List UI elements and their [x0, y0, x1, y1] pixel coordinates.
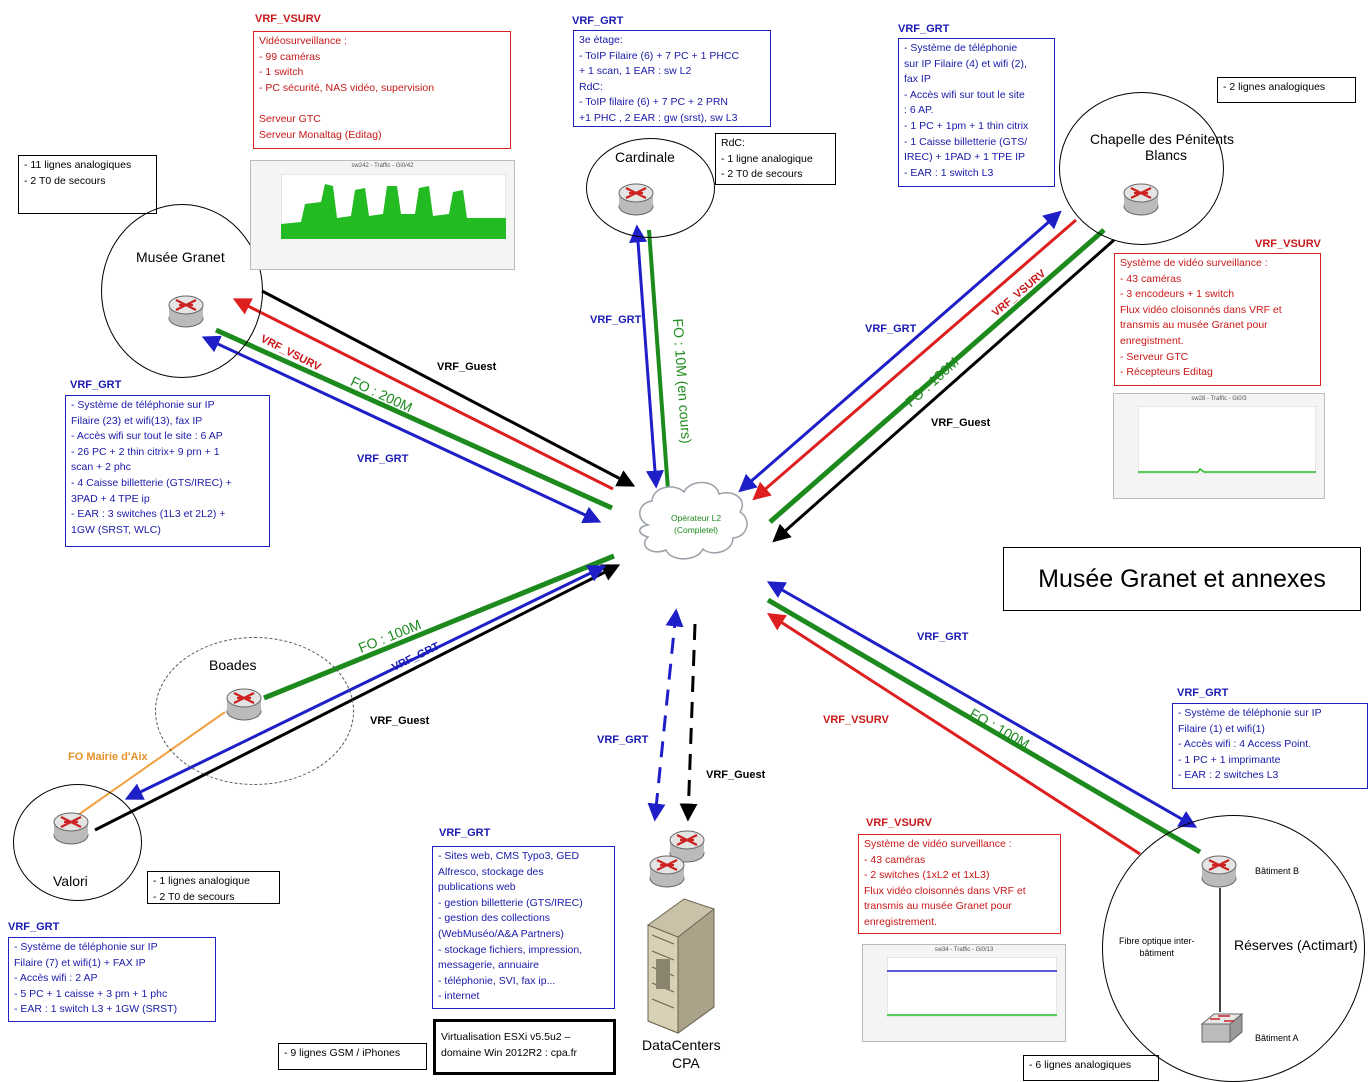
link-cardinale-fo — [647, 229, 670, 491]
label-batiment-a: Bâtiment A — [1255, 1033, 1299, 1043]
traffic-graph-chapelle: sw28 - Traffic - Gi0/3 — [1113, 393, 1325, 499]
link-reserves-grt — [766, 581, 1198, 828]
router-icon-datacenter-2 — [649, 855, 685, 888]
tag-mairie: FO Mairie d'Aix — [68, 751, 148, 763]
link-granet-guest — [261, 289, 636, 487]
link-granet-fo — [214, 327, 614, 511]
link-granet-vsurv — [232, 298, 614, 491]
tag-vsurv-top: VRF_VSURV — [255, 13, 321, 25]
traffic-graph-chapelle-title: sw28 - Traffic - Gi0/3 — [1191, 396, 1247, 402]
router-icon-granet — [168, 295, 204, 328]
tag-guest-dc: VRF_Guest — [706, 769, 766, 781]
site-chapelle — [1059, 92, 1224, 245]
box-valori-lines: - 1 lignes analogique - 2 T0 de secours — [147, 871, 280, 904]
box-gsm: - 9 lignes GSM / iPhones — [278, 1043, 427, 1070]
box-vsurv-top: Vidéosurveillance : - 99 caméras - 1 swi… — [253, 31, 511, 149]
tag-vsurv-chapelle-box: VRF_VSURV — [1255, 238, 1321, 250]
tag-grt-cardinale-line: VRF_GRT — [590, 314, 642, 326]
site-valori — [13, 784, 142, 901]
site-label-cardinale: Cardinale — [615, 149, 675, 165]
server-tower-icon — [647, 898, 715, 1034]
box-chapelle-lines: - 2 lignes analogiques — [1217, 77, 1356, 103]
router-icon-boades — [226, 688, 262, 721]
box-reserves-vsurv: Système de vidéo surveillance : - 43 cam… — [858, 834, 1061, 934]
box-cardinale-lines: RdC: - 1 ligne analogique - 2 T0 de seco… — [715, 133, 836, 185]
link-cardinale-grt — [629, 224, 664, 489]
tag-grt-dc-line: VRF_GRT — [597, 734, 649, 746]
router-icon-reserves-b — [1201, 855, 1237, 888]
link-chapelle-grt — [738, 210, 1062, 493]
cloud-label: Opérateur L2 (Completel) — [652, 512, 740, 536]
site-label-datacenter-2: CPA — [672, 1055, 700, 1071]
site-label-datacenter-1: DataCenters — [642, 1037, 721, 1053]
tag-guest-boades: VRF_Guest — [370, 715, 430, 727]
tag-grt-granet-line: VRF_GRT — [357, 453, 409, 465]
box-granet-grt: - Système de téléphonie sur IP Filaire (… — [65, 395, 270, 547]
tag-grt-chapelle-line: VRF_GRT — [865, 323, 917, 335]
router-icon-cardinale — [618, 183, 654, 216]
tag-grt-reserves-box: VRF_GRT — [1177, 687, 1229, 699]
traffic-graph-granet-title: sw242 - Traffic - Gi0/42 — [351, 163, 414, 169]
box-reserves-grt: - Système de téléphonie sur IP Filaire (… — [1172, 703, 1368, 789]
traffic-graph-reserves-plot — [887, 957, 1057, 1017]
tag-grt-chapelle-box: VRF_GRT — [898, 23, 950, 35]
box-chapelle-vsurv: Système de vidéo surveillance : - 43 cam… — [1114, 253, 1321, 386]
box-granet-lines: - 11 lignes analogiques - 2 T0 de secour… — [18, 155, 157, 214]
link-granet-grt — [201, 335, 602, 524]
label-fibre-inter-batiment: Fibre optique inter- bâtiment — [1119, 936, 1195, 958]
box-chapelle-grt: - Système de téléphonie sur IP Filaire (… — [898, 38, 1055, 187]
router-icon-valori — [53, 812, 89, 845]
site-cardinale — [586, 138, 715, 238]
tag-guest-granet: VRF_Guest — [437, 361, 497, 373]
traffic-graph-granet-plot — [281, 174, 506, 239]
label-batiment-b: Bâtiment B — [1255, 866, 1300, 876]
link-chapelle-vsurv — [752, 218, 1077, 501]
switch-icon-reserves-a — [1200, 1012, 1244, 1044]
traffic-graph-reserves: sw34 - Traffic - Gi0/13 — [862, 944, 1066, 1042]
router-icon-datacenter-1 — [669, 830, 705, 863]
link-chapelle-fo — [768, 228, 1106, 524]
cloud-label-line2: (Completel) — [674, 525, 718, 535]
tag-grt-granet-box: VRF_GRT — [70, 379, 122, 391]
site-label-reserves: Réserves (Actimart) — [1234, 937, 1358, 953]
box-cardinale-grt: 3e étage: - ToIP Filaire (6) + 7 PC + 1 … — [573, 30, 771, 127]
traffic-graph-chapelle-plot — [1138, 406, 1316, 474]
site-label-boades: Boades — [209, 657, 257, 673]
link-chapelle-guest — [772, 238, 1115, 543]
cloud-operator — [639, 481, 748, 560]
link-reserves-fo — [766, 597, 1202, 855]
tag-grt-dc-box: VRF_GRT — [439, 827, 491, 839]
tag-vsurv-reserves-line: VRF_VSURV — [823, 714, 889, 726]
traffic-graph-reserves-title: sw34 - Traffic - Gi0/13 — [934, 947, 994, 953]
tag-grt-cardinale-box: VRF_GRT — [572, 15, 624, 27]
tag-grt-reserves-line: VRF_GRT — [917, 631, 969, 643]
link-reserves-vsurv — [766, 613, 1141, 856]
tag-vsurv-reserves-box: VRF_VSURV — [866, 817, 932, 829]
site-label-valori: Valori — [53, 873, 88, 889]
tag-guest-chapelle: VRF_Guest — [931, 417, 991, 429]
diagram-title: Musée Granet et annexes — [1003, 547, 1361, 611]
box-virtualisation: Virtualisation ESXi v5.5u2 – domaine Win… — [433, 1019, 616, 1075]
traffic-graph-granet: sw242 - Traffic - Gi0/42 — [250, 160, 515, 270]
site-granet — [101, 204, 263, 378]
link-dc-guest — [679, 623, 698, 822]
cloud-label-line1: Opérateur L2 — [670, 513, 722, 523]
site-label-chapelle-1: Chapelle des Pénitents — [1090, 131, 1234, 147]
box-valori-grt: - Système de téléphonie sur IP Filaire (… — [8, 937, 216, 1022]
site-boades — [155, 637, 354, 785]
site-label-granet: Musée Granet — [136, 249, 225, 265]
box-dc-grt: - Sites web, CMS Typo3, GED Alfresco, st… — [432, 846, 615, 1009]
link-dc-grt — [647, 608, 684, 822]
tag-grt-valori-box: VRF_GRT — [8, 921, 60, 933]
box-reserves-lines: - 6 lignes analogiques — [1023, 1055, 1159, 1081]
site-label-chapelle-2: Blancs — [1145, 147, 1188, 163]
router-icon-chapelle — [1123, 183, 1159, 216]
